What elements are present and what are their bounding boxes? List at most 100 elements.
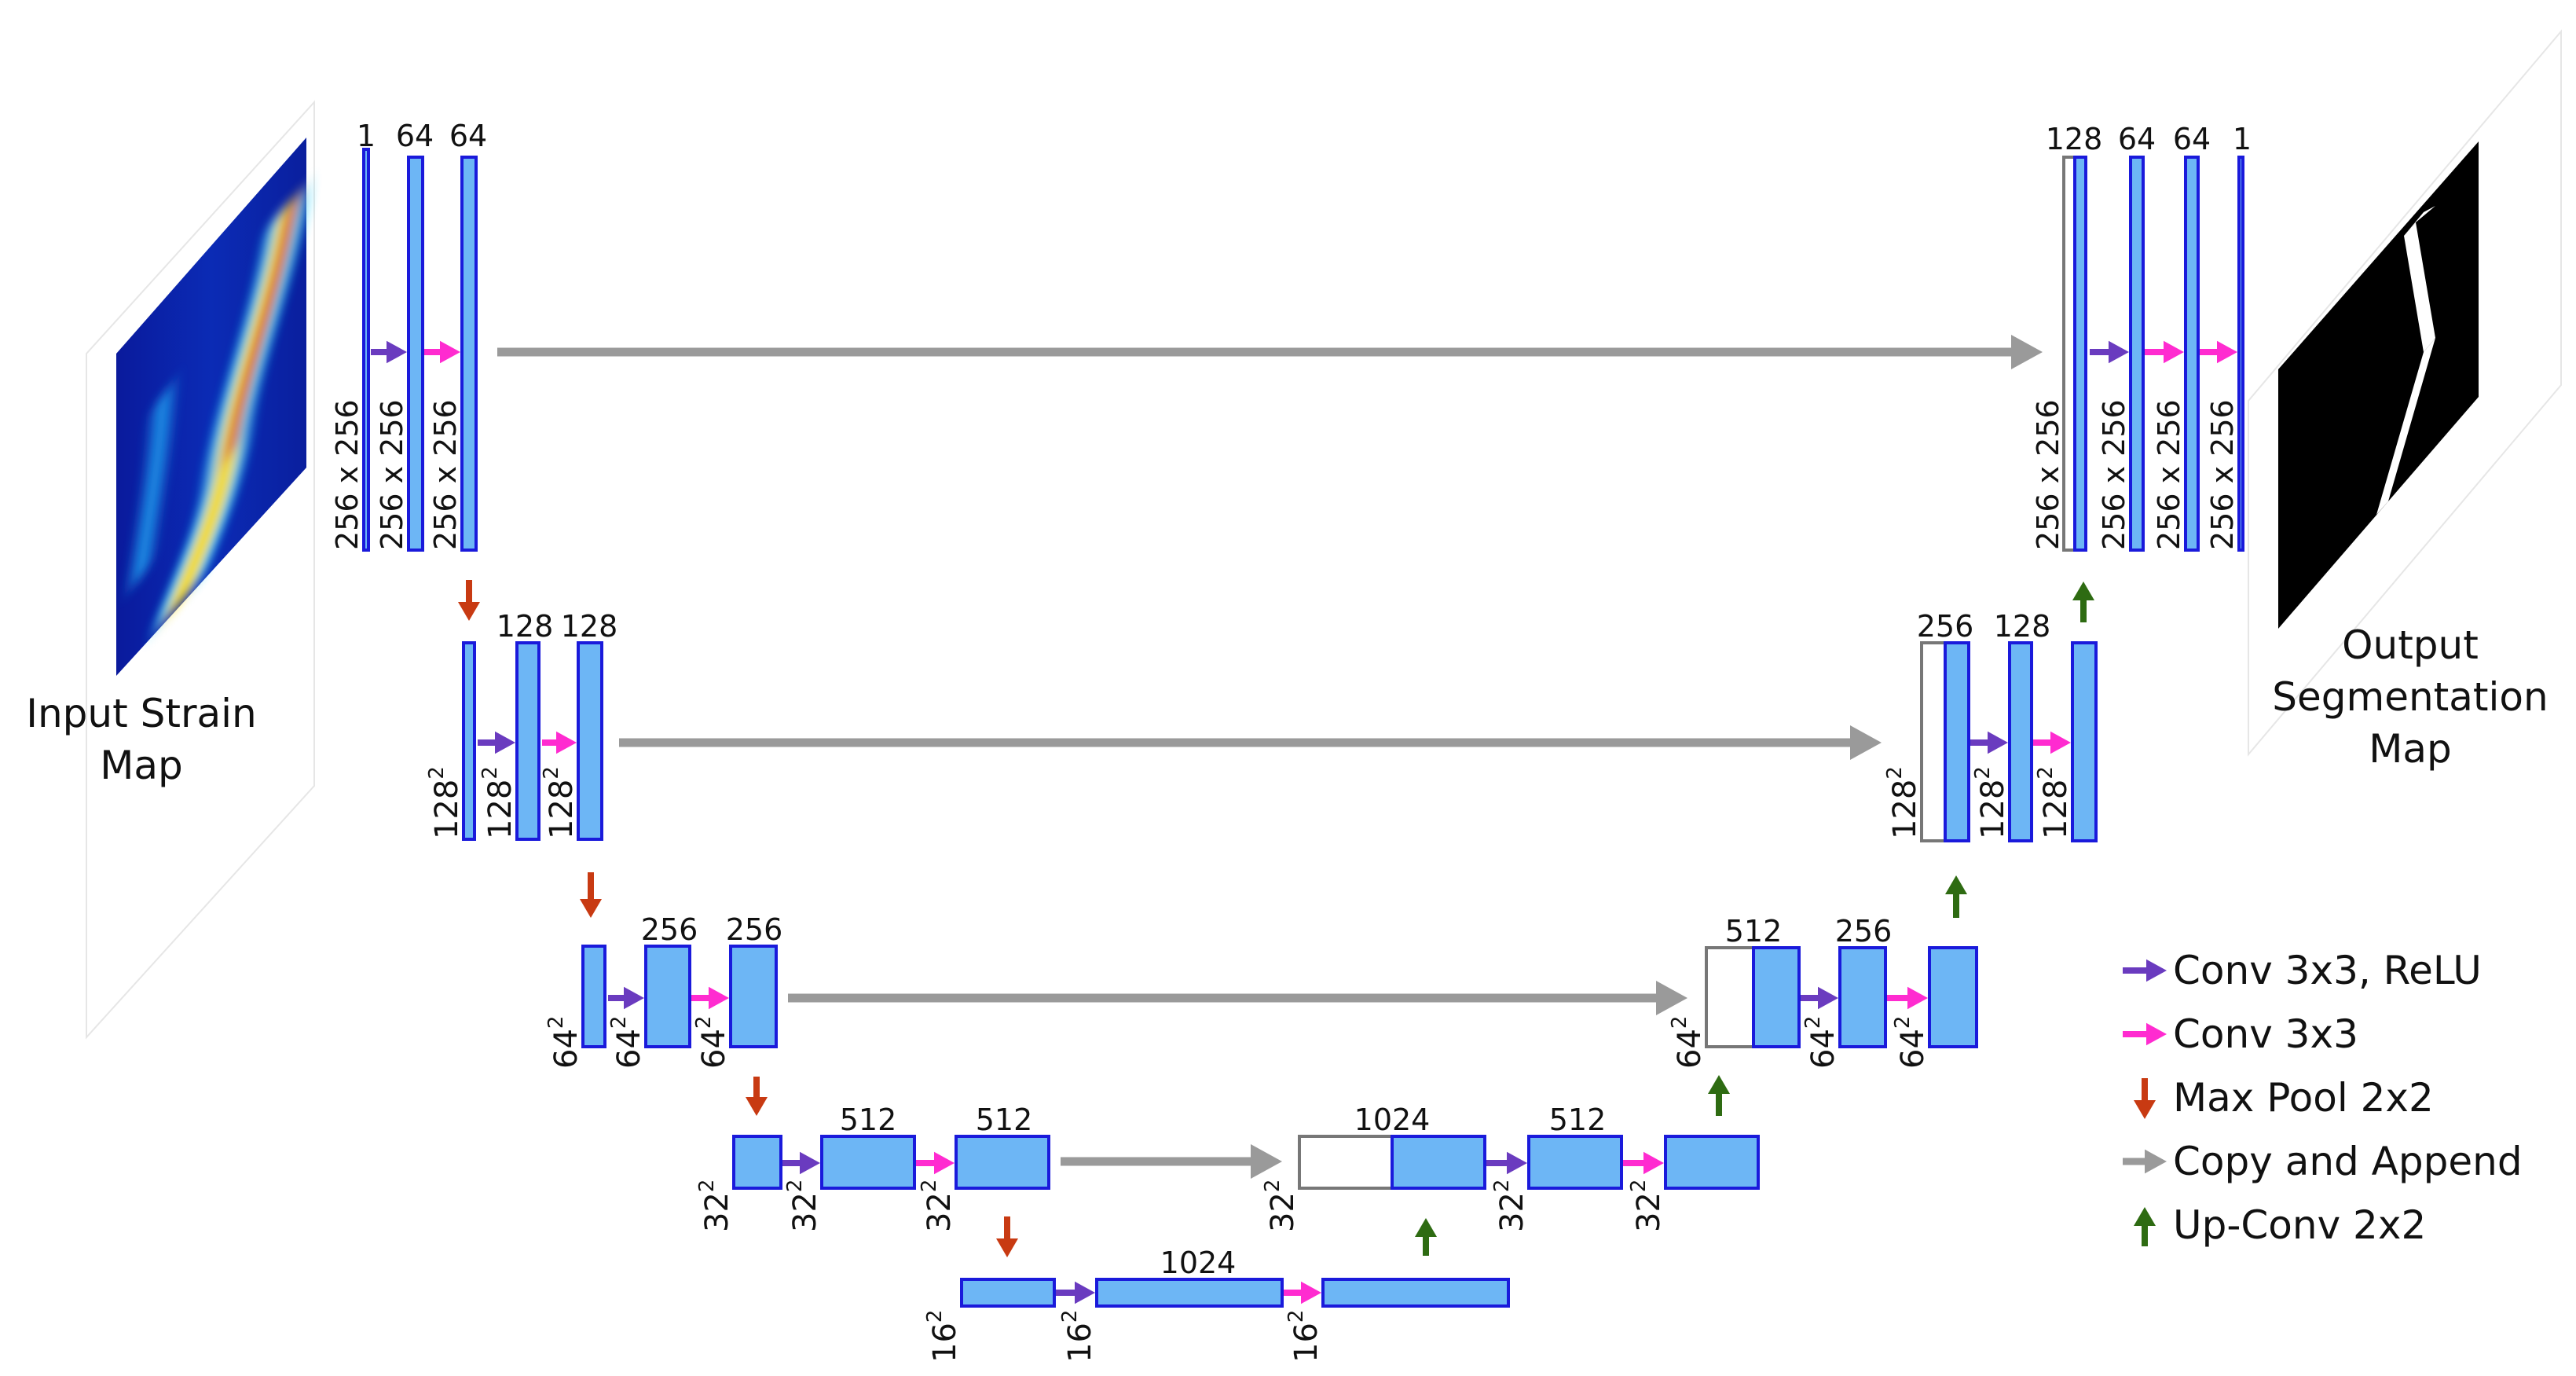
dec1-concat-channels: 128 bbox=[2046, 122, 2103, 156]
dec4-concat-size-exponent: 2 bbox=[1261, 1180, 1284, 1193]
bottleneck-conv2-block bbox=[1321, 1278, 1510, 1308]
enc2-conv1-channels: 128 bbox=[497, 609, 554, 644]
dec4-upconv-block bbox=[1391, 1135, 1486, 1190]
legend-conv-relu-label: Conv 3x3, ReLU bbox=[2173, 948, 2482, 993]
enc2-conv2-block bbox=[577, 641, 603, 841]
bottleneck-conv1-channels: 1024 bbox=[1160, 1246, 1237, 1280]
enc4-conv-arrow-head bbox=[934, 1151, 955, 1175]
enc2-input-size: 1282 bbox=[425, 766, 465, 839]
dec1-conv2-block bbox=[2184, 156, 2200, 552]
dec3-conv1-channels: 256 bbox=[1835, 914, 1893, 949]
dec4-conv1-block bbox=[1527, 1135, 1623, 1190]
input-map-label-line2: Map bbox=[100, 743, 183, 788]
input-map-label: Input Strain Map bbox=[0, 688, 283, 791]
enc2-conv1-block bbox=[515, 641, 540, 841]
enc4-conv1-channels: 512 bbox=[840, 1103, 897, 1137]
dec3-conv2-block bbox=[1928, 946, 1978, 1048]
enc3-conv1-size: 642 bbox=[607, 1016, 647, 1069]
dec1-conv1-block bbox=[2129, 156, 2145, 552]
enc1-relu-arrow-head bbox=[387, 340, 407, 364]
dec1-concat-size: 256 x 256 bbox=[2031, 399, 2065, 550]
enc3-conv-arrow-head bbox=[709, 986, 729, 1010]
bottleneck-input-size: 162 bbox=[923, 1310, 963, 1363]
pool2-arrow-head bbox=[580, 899, 602, 918]
enc4-input-size: 322 bbox=[695, 1180, 735, 1232]
enc3-conv2-size: 642 bbox=[692, 1016, 732, 1069]
enc3-conv1-channels: 256 bbox=[641, 912, 698, 947]
enc2-relu-arrow-head bbox=[495, 731, 515, 754]
legend-conv-relu-icon-head bbox=[2146, 959, 2167, 982]
dec1-conv1-channels: 64 bbox=[2118, 122, 2156, 156]
dec2-relu-arrow-head bbox=[1988, 731, 2008, 754]
enc3-conv2-size-exponent: 2 bbox=[692, 1016, 716, 1029]
upconv3-arrow-head bbox=[1708, 1075, 1730, 1094]
dec1-output-block bbox=[2237, 156, 2244, 552]
input-strain-map-image bbox=[86, 100, 315, 1040]
enc3-conv2-block bbox=[729, 945, 778, 1048]
enc1-input-channels: 1 bbox=[357, 119, 376, 153]
dec3-concat-channels: 512 bbox=[1725, 914, 1783, 949]
skip4-copy-arrow-head bbox=[1251, 1144, 1282, 1179]
dec1-conv2-channels: 64 bbox=[2173, 122, 2211, 156]
enc4-conv1-size-exponent: 2 bbox=[783, 1180, 807, 1193]
enc4-conv2-channels: 512 bbox=[976, 1103, 1033, 1137]
output-map-label-line3: Map bbox=[2369, 726, 2452, 772]
dec1-conv2-size: 256 x 256 bbox=[2152, 399, 2186, 550]
enc3-conv2-channels: 256 bbox=[726, 912, 783, 947]
enc2-input-size-exponent: 2 bbox=[425, 766, 449, 780]
dec3-concat-size: 642 bbox=[1668, 1016, 1708, 1069]
dec2-conv-arrow-head bbox=[2050, 731, 2071, 754]
legend-conv-label: Conv 3x3 bbox=[2173, 1011, 2358, 1057]
legend-copy-append-icon-head bbox=[2145, 1149, 2167, 1174]
output-segmentation-map-image bbox=[2248, 29, 2562, 757]
enc4-conv2-block bbox=[955, 1135, 1050, 1190]
upconv2-arrow-head bbox=[1945, 875, 1967, 894]
bottleneck-input-size-exponent: 2 bbox=[923, 1310, 947, 1323]
enc4-conv1-block bbox=[820, 1135, 916, 1190]
enc2-conv2-size-exponent: 2 bbox=[540, 766, 563, 780]
enc1-input-block bbox=[362, 148, 370, 552]
enc1-conv2-size: 256 x 256 bbox=[428, 399, 463, 550]
dec1-output-channels: 1 bbox=[2233, 122, 2252, 156]
dec2-conv2-size-exponent: 2 bbox=[2034, 766, 2058, 780]
dec2-conv1-block bbox=[2008, 641, 2033, 842]
dec1-copy-block bbox=[2062, 156, 2076, 552]
dec4-conv2-size: 322 bbox=[1627, 1180, 1667, 1232]
enc4-input-size-exponent: 2 bbox=[695, 1180, 719, 1193]
enc2-input-block bbox=[462, 641, 476, 841]
legend-up-conv-label: Up-Conv 2x2 bbox=[2173, 1202, 2427, 1248]
enc3-conv1-size-exponent: 2 bbox=[607, 1016, 631, 1029]
dec3-conv1-size: 642 bbox=[1801, 1016, 1841, 1069]
dec2-conv2-block bbox=[2071, 641, 2098, 842]
dec3-upconv-block bbox=[1752, 946, 1801, 1048]
dec3-conv2-size-exponent: 2 bbox=[1891, 1016, 1915, 1029]
dec2-concat-channels: 256 bbox=[1917, 609, 1974, 644]
enc2-conv1-size: 1282 bbox=[478, 766, 518, 839]
legend-copy-append-label: Copy and Append bbox=[2173, 1139, 2523, 1184]
upconv1-arrow-head bbox=[2072, 582, 2094, 600]
bottleneck-conv2-size-exponent: 2 bbox=[1284, 1310, 1308, 1323]
enc3-relu-arrow-head bbox=[624, 986, 644, 1010]
legend-max-pool-icon-head bbox=[2134, 1100, 2156, 1119]
dec2-conv1-size-exponent: 2 bbox=[1971, 766, 1995, 780]
dec1-conv1-size: 256 x 256 bbox=[2097, 399, 2131, 550]
dec3-relu-arrow-head bbox=[1818, 986, 1838, 1010]
dec1-upconv-block bbox=[2073, 156, 2087, 552]
dec2-concat-size: 1282 bbox=[1883, 766, 1923, 839]
bottleneck-conv1-block bbox=[1095, 1278, 1284, 1308]
enc3-input-size-exponent: 2 bbox=[544, 1016, 568, 1029]
legend-max-pool-label: Max Pool 2x2 bbox=[2173, 1075, 2434, 1121]
enc1-conv2-channels: 64 bbox=[449, 119, 487, 153]
dec1-conv-arrow-head bbox=[2164, 340, 2184, 364]
enc4-conv1-size: 322 bbox=[783, 1180, 823, 1232]
skip3-copy-arrow-head bbox=[1656, 981, 1687, 1015]
enc4-conv2-size-exponent: 2 bbox=[918, 1180, 941, 1193]
dec2-upconv-block bbox=[1944, 641, 1970, 842]
dec2-copy-block bbox=[1920, 641, 1947, 842]
enc1-conv1-channels: 64 bbox=[396, 119, 434, 153]
legend-up-conv-icon-head bbox=[2134, 1207, 2156, 1226]
output-map-label-line2: Segmentation bbox=[2272, 674, 2549, 720]
legend-conv-icon-head bbox=[2146, 1022, 2167, 1046]
pool3-arrow-head bbox=[746, 1097, 768, 1116]
